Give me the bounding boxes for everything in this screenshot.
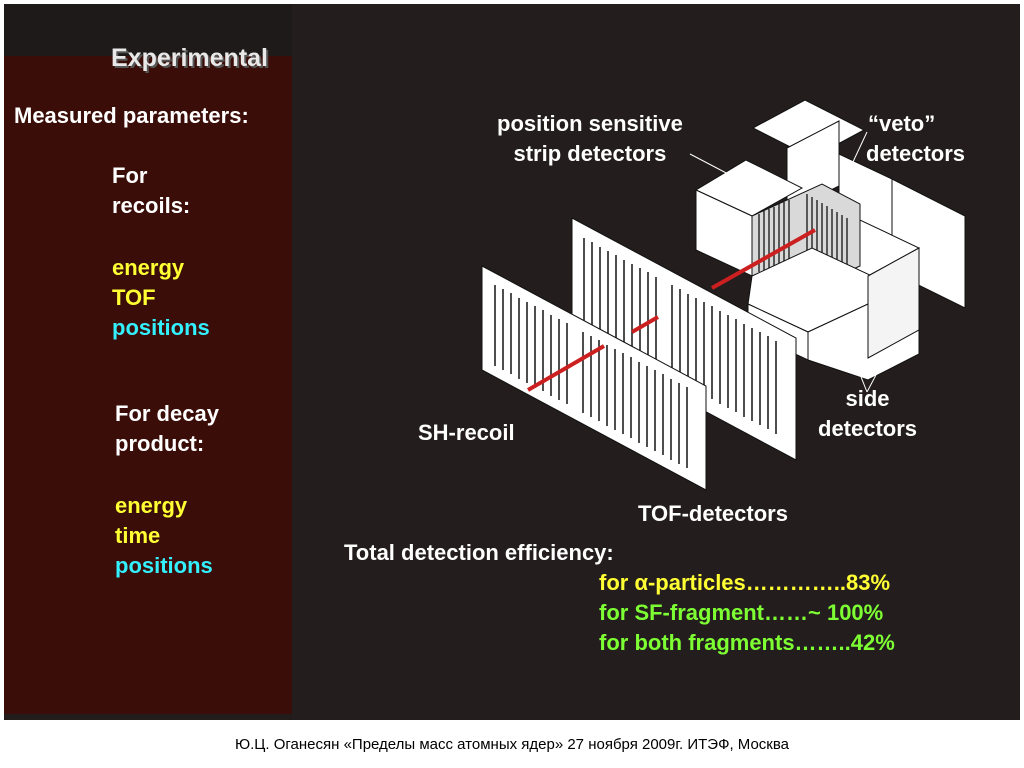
decay-heading-line-1: For decay [115,401,219,426]
tof-detectors-label: TOF-detectors [638,501,788,526]
side-label-line-1: side [845,386,890,411]
recoil-trajectory-2 [631,315,659,334]
side-label-line-2: detectors [818,415,918,441]
decay-heading: For decay product: [115,399,219,459]
pointer-side-2 [866,353,888,393]
veto-detectors-label: “veto” detectors [866,109,965,169]
veto-label-line-2: detectors [866,140,966,166]
recoil-trajectory-3 [711,228,816,290]
decay-heading-line-2: product: [115,430,205,456]
tof-back-strips [583,238,777,434]
recoils-tof: TOF [112,284,156,310]
title-strip [4,4,292,56]
footer-citation: Ю.Ц. Оганесян «Пределы масс атомных ядер… [234,736,790,753]
recoil-trajectory-1 [526,344,606,392]
decay-time: time [115,522,161,548]
sh-recoil-label: SH-recoil [418,420,515,445]
tof-detector-front [481,265,707,491]
strip-detectors-label: position sensitive strip detectors [497,109,683,169]
measured-parameters-label: Measured parameters: [14,103,249,128]
efficiency-both: for both fragments……..42% [599,629,895,655]
side-detector-bottom-plate [867,247,920,359]
recoils-energy: energy [112,255,185,280]
pointer-side-1 [851,353,868,393]
side-detectors-label: side detectors [818,384,917,444]
tof-front-strips [494,285,688,468]
veto-label-line-1: “veto” [868,111,936,136]
efficiency-alpha: for α-particles…………..83% [599,570,891,595]
efficiency-sf: for SF-fragment……~ 100% [599,599,884,625]
left-panel [4,56,292,714]
strip-label-line-1: position sensitive [497,111,683,136]
decay-parameter-list: energy time positions [115,491,213,581]
slide-title: Experimental [111,44,269,72]
recoils-heading: For recoils: [112,161,190,221]
tof-detector-back [571,217,797,461]
recoils-positions: positions [112,314,210,340]
decay-energy: energy [115,493,188,518]
recoils-parameter-list: energy TOF positions [112,253,210,343]
efficiency-heading: Total detection efficiency: [344,540,614,565]
strip-label-line-2: strip detectors [513,140,667,166]
pointer-strip [689,153,733,177]
recoils-heading-line-2: recoils: [112,192,191,218]
detector-diagram [481,99,966,491]
pointer-veto [851,131,868,165]
efficiency-list: for α-particles…………..83% for SF-fragment… [599,568,895,658]
recoils-heading-line-1: For [112,163,148,188]
decay-positions: positions [115,552,213,578]
